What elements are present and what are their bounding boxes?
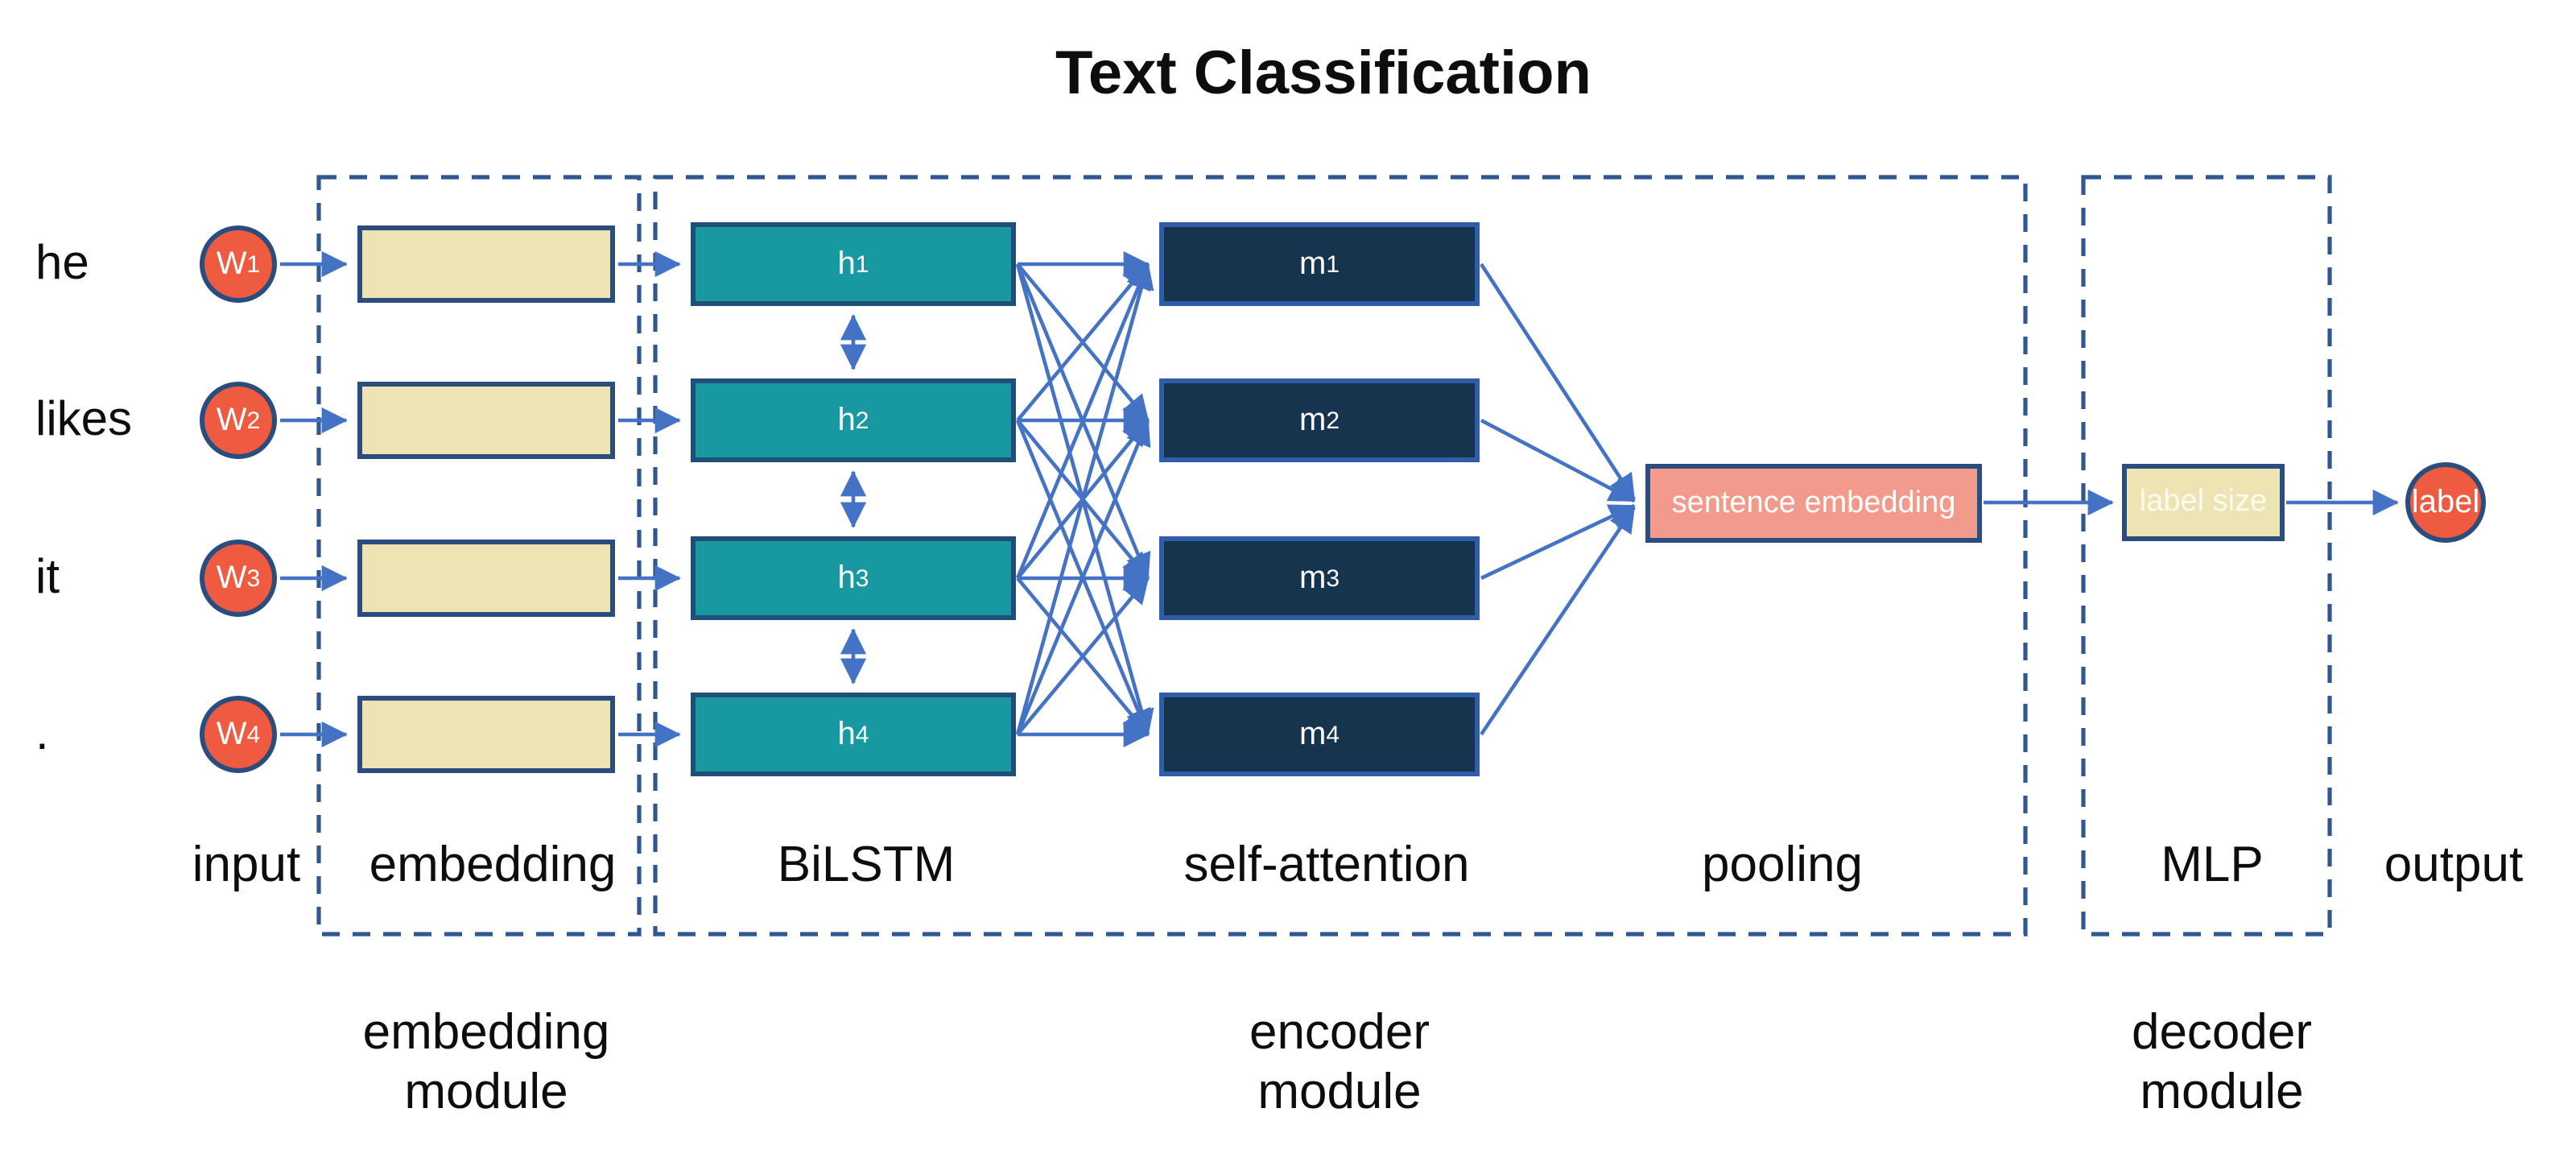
section-label-pooling: pooling xyxy=(1702,836,1863,892)
input-word-label: . xyxy=(35,707,49,760)
node-symbol: W xyxy=(216,717,247,752)
box-index: 4 xyxy=(855,721,869,748)
node-symbol: W xyxy=(216,560,247,596)
node-symbol: W xyxy=(216,403,247,438)
section-label-mlp: MLP xyxy=(2161,836,2264,892)
box-index: 3 xyxy=(855,565,869,592)
label-size-label: label size xyxy=(2139,485,2268,519)
section-label-embedding: embedding xyxy=(369,836,617,892)
embedding-box-4 xyxy=(357,696,615,773)
node-index: 1 xyxy=(246,250,261,278)
section-label-output: output xyxy=(2384,836,2524,892)
module-label-line1: embedding xyxy=(362,1003,610,1060)
module-label-embedding: embedding module xyxy=(363,1002,610,1121)
module-label-line2: module xyxy=(404,1063,568,1119)
box-label: m xyxy=(1298,560,1327,595)
module-label-line1: decoder xyxy=(2131,1003,2313,1060)
section-label-bilstm: BiLSTM xyxy=(777,836,956,892)
embedding-box-3 xyxy=(357,540,615,617)
embedding-box-2 xyxy=(357,382,615,459)
module-label-decoder: decoder module xyxy=(2132,1002,2312,1121)
node-index: 2 xyxy=(246,407,261,434)
module-label-line1: encoder xyxy=(1249,1003,1430,1060)
box-label: h xyxy=(837,560,856,595)
box-label: h xyxy=(837,716,856,751)
decoder-module-boundary xyxy=(2081,175,2332,937)
node-index: 4 xyxy=(246,721,261,748)
box-index: 3 xyxy=(1326,565,1340,592)
input-to-embedding-arrows xyxy=(280,250,348,748)
attention-to-pooling-lines xyxy=(1480,263,1636,736)
box-index: 2 xyxy=(1326,407,1340,434)
box-index: 1 xyxy=(1326,250,1340,278)
embedding-to-bilstm-arrows xyxy=(618,250,681,748)
module-label-line2: module xyxy=(1257,1063,1422,1119)
box-label: h xyxy=(837,402,856,437)
input-word-label: likes xyxy=(35,393,133,446)
input-word-label: it xyxy=(35,551,60,604)
bilstm-to-attention-lines xyxy=(1015,250,1154,748)
output-node: label xyxy=(2405,462,2486,543)
input-word-label: he xyxy=(35,237,89,290)
node-index: 3 xyxy=(246,565,261,592)
module-label-encoder: encoder module xyxy=(1249,1002,1430,1121)
box-index: 2 xyxy=(855,407,869,434)
label-size-box: label size xyxy=(2122,464,2285,541)
page-title: Text Classification xyxy=(1055,40,1591,108)
box-label: h xyxy=(837,246,856,281)
section-label-self-attention: self-attention xyxy=(1183,836,1470,892)
sentence-embedding-box: sentence embedding xyxy=(1645,464,1982,543)
module-label-line2: module xyxy=(2140,1063,2304,1119)
box-label: m xyxy=(1298,402,1327,437)
box-label: m xyxy=(1298,246,1327,281)
sentence-embedding-label: sentence embedding xyxy=(1671,486,1956,519)
section-label-input: input xyxy=(192,836,301,892)
box-label: m xyxy=(1298,716,1327,751)
box-index: 1 xyxy=(855,250,869,278)
output-node-label: label xyxy=(2411,485,2480,520)
embedding-box-1 xyxy=(357,225,615,303)
box-index: 4 xyxy=(1326,721,1340,748)
node-symbol: W xyxy=(216,246,247,282)
